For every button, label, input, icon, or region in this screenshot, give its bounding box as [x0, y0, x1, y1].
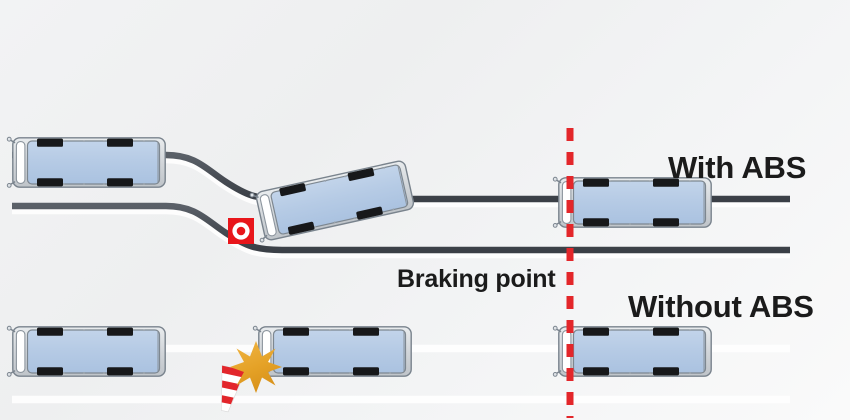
label-braking-point: Braking point: [397, 265, 556, 293]
vehicle-without-abs-1: [6, 325, 166, 378]
with-abs-track-lower: [12, 202, 790, 254]
vehicle-without-abs-3: [552, 325, 713, 378]
with-abs-track-lower-highlight: [12, 206, 790, 259]
vehicle-without-abs-2: [252, 325, 413, 378]
label-with-abs: With ABS: [668, 150, 807, 185]
obstacle-marker-icon: [228, 218, 254, 244]
vehicle-with-abs-2: [248, 158, 416, 244]
traffic-cone-icon: [212, 365, 247, 415]
vehicle-with-abs-1: [6, 136, 166, 189]
label-without-abs: Without ABS: [628, 289, 814, 324]
